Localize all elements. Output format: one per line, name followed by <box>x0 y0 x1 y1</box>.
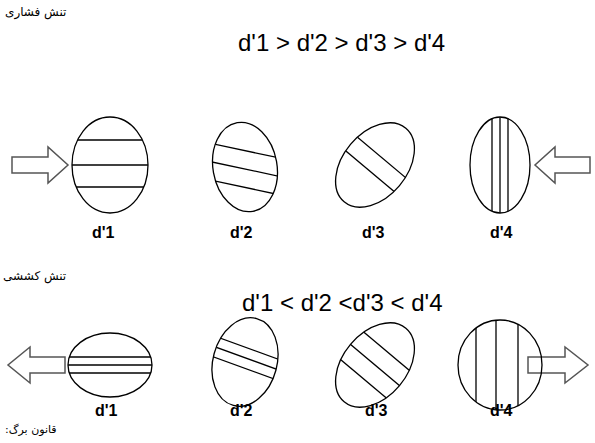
spacing-label: d'1 <box>95 402 117 420</box>
stress-arrows <box>8 147 590 383</box>
spacing-label: d'3 <box>365 402 387 420</box>
spacing-label: d'1 <box>92 224 114 242</box>
stress-heading: تنش فشاری <box>5 6 66 19</box>
stress-heading: تنش کششی <box>3 270 66 283</box>
spacing-label: d'4 <box>490 402 512 420</box>
spacing-relation: d'1 > d'2 > d'3 > d'4 <box>238 30 445 56</box>
spacing-label: d'2 <box>230 402 252 420</box>
grain-ellipses <box>60 90 542 441</box>
spacing-relation: d'1 < d'2 <d'3 < d'4 <box>242 290 443 316</box>
spacing-label: d'4 <box>490 224 512 242</box>
spacing-label: d'2 <box>230 224 252 242</box>
rule-caption: قانون برگ: <box>5 424 57 436</box>
spacing-label: d'3 <box>362 224 384 242</box>
